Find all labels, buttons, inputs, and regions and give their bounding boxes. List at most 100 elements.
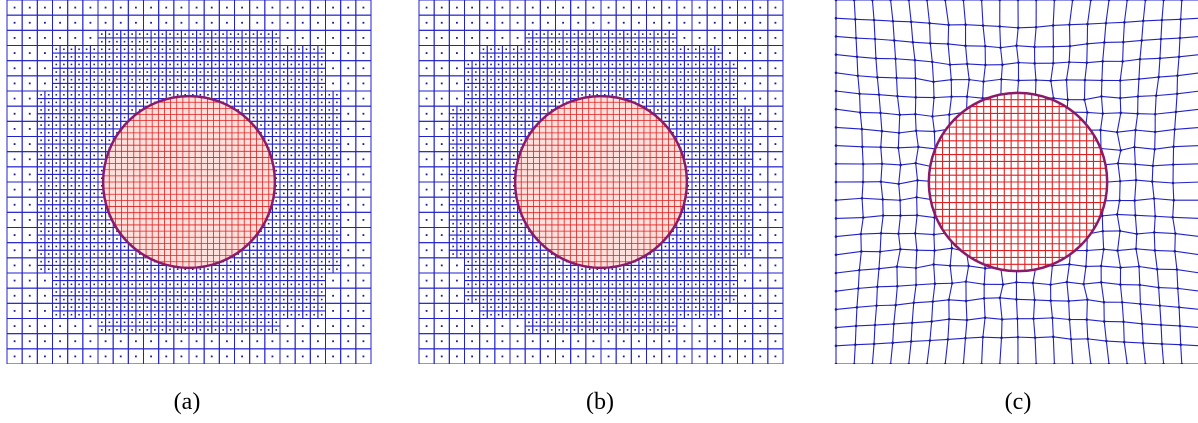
mesh-node [63, 86, 65, 89]
mesh-node [452, 238, 454, 240]
mesh-node [475, 116, 477, 119]
mesh-node [596, 275, 599, 278]
mesh-node [131, 253, 133, 255]
mesh-node [512, 253, 515, 255]
mesh-node [237, 329, 240, 331]
mesh-node [229, 86, 232, 89]
mesh-node [282, 48, 285, 51]
mesh-node [131, 86, 133, 89]
mesh-node [573, 33, 576, 35]
mesh-node [664, 86, 667, 89]
mesh-node [336, 230, 338, 233]
mesh-node [362, 21, 365, 24]
mesh-node [229, 313, 232, 316]
mesh-node [78, 71, 80, 73]
mesh-node [332, 340, 334, 343]
mesh-node [362, 340, 365, 343]
mesh-node [467, 124, 470, 126]
mesh-node [558, 56, 561, 58]
mesh-node [550, 313, 553, 316]
mesh-node [290, 268, 293, 271]
mesh-node [123, 291, 126, 293]
mesh-node [176, 283, 179, 286]
mesh-node [679, 116, 682, 119]
mesh-node [313, 71, 315, 73]
mesh-node [543, 56, 545, 58]
mesh-node [100, 40, 103, 43]
mesh-node [649, 101, 652, 104]
mesh-node [490, 124, 492, 126]
mesh-node [573, 275, 576, 278]
mesh-node [286, 340, 289, 343]
mesh-node [63, 63, 65, 66]
mesh-node [63, 169, 65, 172]
mesh-node [490, 192, 492, 195]
mesh-node [275, 222, 278, 225]
mesh-node [336, 200, 338, 202]
mesh-node [108, 101, 111, 104]
mesh-node [425, 21, 428, 24]
mesh-node [282, 268, 285, 271]
mesh-node [260, 238, 262, 240]
mesh-node [116, 329, 118, 331]
mesh-node [425, 340, 428, 343]
mesh-node [611, 71, 614, 73]
mesh-node [13, 128, 16, 130]
mesh-node [440, 294, 443, 297]
mesh-node [131, 298, 133, 301]
mesh-node [512, 200, 515, 202]
mesh-node [313, 93, 315, 96]
mesh-node [93, 101, 96, 104]
mesh-node [467, 207, 470, 210]
mesh-node [535, 56, 538, 58]
mesh-node [482, 93, 485, 96]
mesh-node [63, 147, 65, 149]
mesh-node [634, 48, 636, 51]
mesh-node [298, 268, 300, 271]
mesh-node [161, 48, 164, 51]
mesh-node [85, 245, 88, 248]
mesh-node [184, 291, 187, 293]
mesh-node [116, 109, 118, 111]
mesh-node [328, 124, 331, 126]
mesh-node [328, 154, 331, 157]
mesh-node [298, 275, 300, 278]
mesh-node [191, 313, 194, 316]
mesh-node [222, 71, 224, 73]
mesh-node [108, 260, 111, 263]
inclusion-mesh [103, 96, 275, 268]
mesh-node [169, 40, 171, 43]
mesh-node [440, 340, 443, 343]
mesh-node [282, 93, 285, 96]
mesh-node [535, 101, 538, 104]
mesh-node [573, 313, 576, 316]
mesh-node [176, 93, 179, 96]
mesh-node [108, 86, 111, 89]
mesh-node [588, 63, 591, 66]
mesh-node [47, 192, 50, 195]
mesh-node [55, 207, 58, 210]
mesh-node [237, 40, 240, 43]
mesh-node [467, 154, 470, 157]
mesh-node [252, 63, 255, 66]
mesh-node [467, 238, 470, 240]
mesh-node [687, 71, 690, 73]
mesh-node [78, 306, 80, 308]
mesh-node [55, 162, 58, 164]
mesh-node [275, 329, 278, 331]
mesh-node [85, 275, 88, 278]
mesh-node [85, 78, 88, 81]
mesh-node [687, 169, 690, 172]
mesh-node [535, 48, 538, 51]
mesh-node [528, 40, 530, 43]
mesh-node [116, 238, 118, 240]
mesh-node [169, 306, 171, 308]
mesh-node [47, 101, 50, 104]
mesh-node [286, 325, 289, 327]
mesh-node [290, 260, 293, 263]
mesh-node [55, 48, 58, 51]
mesh-node [512, 291, 515, 293]
mesh-node [63, 207, 65, 210]
mesh-node [199, 291, 202, 293]
mesh-node [459, 116, 462, 119]
